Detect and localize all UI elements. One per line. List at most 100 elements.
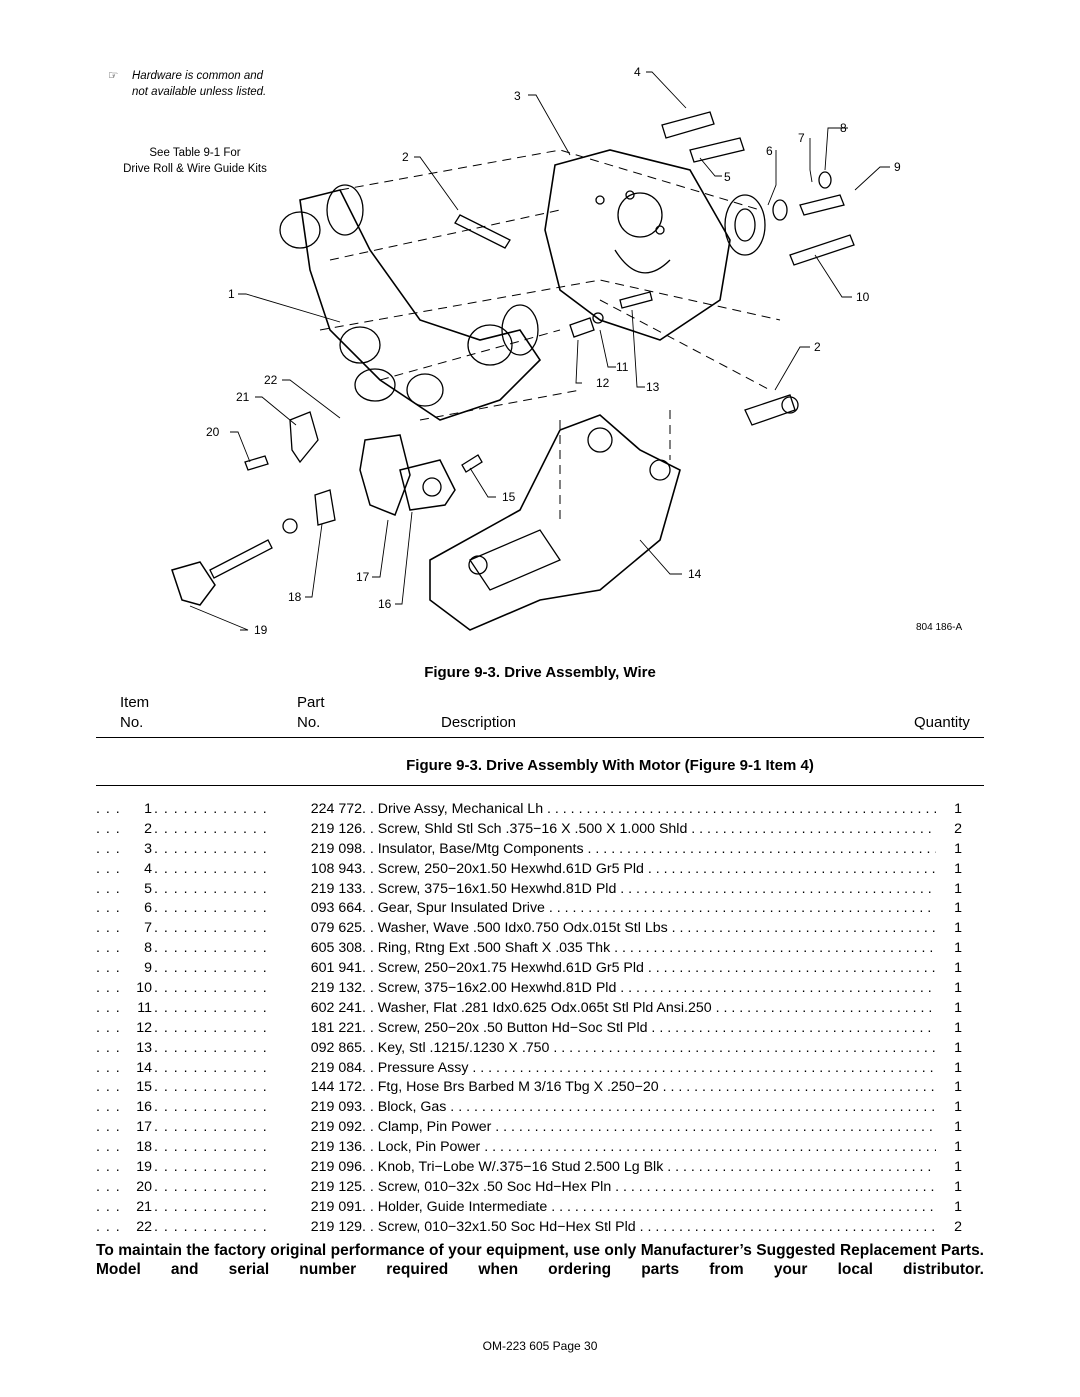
part-number: 079 625 <box>268 919 362 940</box>
quantity: 2 <box>936 1217 962 1238</box>
page-footer: OM-223 605 Page 30 <box>482 1339 598 1353</box>
part-number: 093 664 <box>268 899 362 920</box>
quantity: 1 <box>936 1038 962 1059</box>
part-number: 219 126 <box>268 819 362 840</box>
table-row: . . . 10 . . . . . . . . . . . . . . . .… <box>96 979 984 999</box>
table-row: . . . 6 . . . . . . . . . . . . . . . . … <box>96 899 984 920</box>
part-number: 601 941 <box>268 959 362 980</box>
table-row: . . . 7 . . . . . . . . . . . . . . . . … <box>96 919 984 940</box>
pressure-assembly-part <box>429 414 681 631</box>
table-row: . . . 1 . . . . . . . . . . . . . . . . … <box>96 800 984 820</box>
hardware-note: ☞ Hardware is common and not available u… <box>108 68 266 100</box>
callout-17: 17 <box>356 570 370 584</box>
callout-12: 12 <box>596 376 610 390</box>
item-number: 19 <box>136 1159 152 1176</box>
leader-dots: . . . <box>96 1099 121 1116</box>
callout-1: 1 <box>228 287 235 301</box>
leader-dots: . . . <box>96 860 121 877</box>
part-number: 219 129 <box>268 1217 362 1238</box>
item-number: 22 <box>136 1218 152 1235</box>
quantity: 1 <box>936 959 962 980</box>
callout-14: 14 <box>688 567 702 581</box>
table-row: . . . 2 . . . . . . . . . . . . . . . . … <box>96 819 984 840</box>
description: . . Screw, 250−20x1.50 Hexwhd.61D Gr5 Pl… <box>362 860 946 877</box>
quantity: 1 <box>936 998 962 1019</box>
see-table-line-2: Drive Roll & Wire Guide Kits <box>123 163 267 175</box>
header-part-line2: No. <box>297 714 321 731</box>
description: . . Screw, 250−20x1.75 Hexwhd.61D Gr5 Pl… <box>362 960 946 977</box>
quantity: 1 <box>936 899 962 920</box>
item-number: 1 <box>144 801 152 817</box>
see-table-line-1: See Table 9-1 For <box>149 147 241 159</box>
description: . . Block, Gas . . . . . . . . . . . . .… <box>362 1099 946 1116</box>
part-number: 092 865 <box>268 1038 362 1059</box>
table-row: . . . 4 . . . . . . . . . . . . . . . . … <box>96 859 984 880</box>
quantity: 1 <box>936 1098 962 1119</box>
quantity: 1 <box>936 919 962 940</box>
item-number: 5 <box>144 880 152 897</box>
callout-6: 6 <box>766 144 773 158</box>
item-number: 15 <box>136 1079 152 1096</box>
item-number: 11 <box>137 999 152 1016</box>
table-row: . . . 12 . . . . . . . . . . . . . . . .… <box>96 1018 984 1039</box>
description: . . Lock, Pin Power . . . . . . . . . . … <box>362 1139 946 1156</box>
item-number: 6 <box>144 900 152 917</box>
header-quantity: Quantity <box>914 714 970 731</box>
table-row: . . . 11 . . . . . . . . . . . . . . . .… <box>96 998 984 1019</box>
part-number: 219 096 <box>268 1158 362 1178</box>
description: . . Gear, Spur Insulated Drive . . . . .… <box>362 900 946 917</box>
leader-dots: . . . <box>96 1139 121 1156</box>
leader-dots: . . . <box>96 920 121 937</box>
leader-dots: . . . <box>96 801 121 817</box>
leader-dots: . . . <box>96 1159 121 1176</box>
callout-21: 21 <box>236 390 250 404</box>
table-row: . . . 21 . . . . . . . . . . . . . . . .… <box>96 1197 984 1218</box>
note-line-1: Hardware is common and <box>132 70 264 82</box>
description: . . Drive Assy, Mechanical Lh . . . . . … <box>362 801 946 817</box>
quantity: 1 <box>936 800 962 820</box>
part-number: 219 098 <box>268 839 362 860</box>
quantity: 1 <box>936 859 962 880</box>
parts-list: . . . . . . . . . . . . . . . . . . . . … <box>96 800 984 1238</box>
replacement-parts-note: To maintain the factory original perform… <box>96 1242 984 1278</box>
item-number: 16 <box>136 1099 152 1116</box>
part-number: 219 091 <box>268 1197 362 1218</box>
leader-dots: . . . <box>96 980 121 997</box>
quantity: 1 <box>936 839 962 860</box>
part-number: 602 241 <box>268 998 362 1019</box>
item-number: 17 <box>136 1119 152 1136</box>
table-row: . . . 9 . . . . . . . . . . . . . . . . … <box>96 959 984 980</box>
callout-20: 20 <box>206 425 220 439</box>
item-number: 18 <box>136 1139 152 1156</box>
leader-dots: . . . <box>96 1119 121 1136</box>
leader-dots: . . . <box>96 999 121 1016</box>
description: . . Pressure Assy . . . . . . . . . . . … <box>362 1059 946 1076</box>
item-number: 8 <box>144 940 152 957</box>
figure-title: Figure 9-3. Drive Assembly, Wire <box>424 664 656 681</box>
item-number: 14 <box>136 1059 152 1076</box>
callout-8: 8 <box>840 121 847 135</box>
item-number: 7 <box>144 920 152 937</box>
callout-2-lower: 2 <box>814 340 821 354</box>
description: . . Screw, 010−32x .50 Soc Hd−Hex Pln . … <box>362 1178 946 1195</box>
part-number: 224 772 <box>268 800 362 820</box>
item-number: 12 <box>136 1019 152 1036</box>
quantity: 1 <box>936 1177 962 1198</box>
quantity: 2 <box>936 819 962 840</box>
leader-dots: . . . <box>96 1079 121 1096</box>
leader-dots: . . . <box>96 1218 121 1235</box>
table-row: . . . 20 . . . . . . . . . . . . . . . .… <box>96 1177 984 1198</box>
part-number: 605 308 <box>268 939 362 960</box>
quantity: 1 <box>936 1118 962 1139</box>
description: . . Washer, Wave .500 Idx0.750 Odx.015t … <box>362 920 946 937</box>
part-number: 181 221 <box>268 1018 362 1039</box>
callout-9: 9 <box>894 160 901 174</box>
quantity: 1 <box>936 1197 962 1218</box>
description: . . Key, Stl .1215/.1230 X .750 . . . . … <box>362 1039 946 1056</box>
callout-11: 11 <box>616 360 629 374</box>
table-row: . . . 3 . . . . . . . . . . . . . . . . … <box>96 839 984 860</box>
pointing-hand-icon: ☞ <box>108 70 119 82</box>
description: . . Screw, 250−20x .50 Button Hd−Soc Stl… <box>362 1019 946 1036</box>
table-row: . . . 19 . . . . . . . . . . . . . . . .… <box>96 1158 984 1178</box>
description: . . Screw, 010−32x1.50 Soc Hd−Hex Stl Pl… <box>362 1218 946 1235</box>
